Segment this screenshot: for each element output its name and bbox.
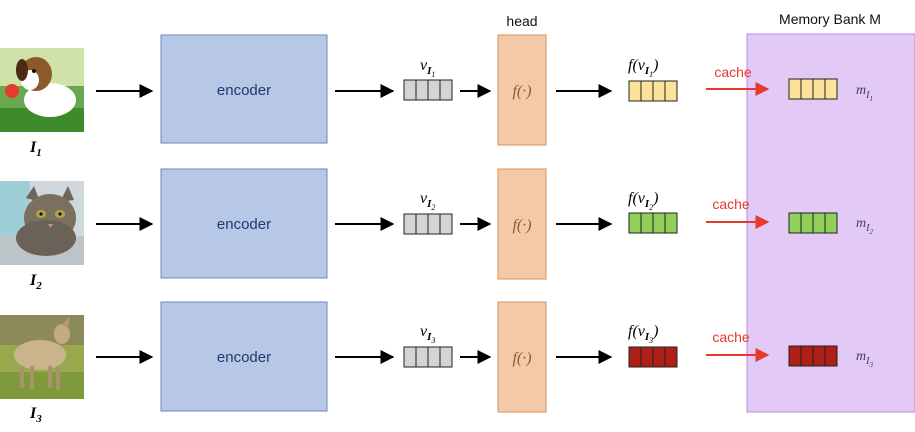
encoder-block-1: [160, 34, 328, 144]
head-title: head: [506, 13, 537, 29]
pipeline-row-2: I2 encoder vI2 f(·) f(vI2) cache: [0, 168, 873, 292]
input-image-cat: [0, 181, 84, 265]
encoder-block-3: [160, 301, 328, 412]
input-label-3: I3: [29, 405, 42, 425]
projected-vector-3: [628, 346, 678, 368]
projection-label-1: f(vI1): [628, 57, 658, 79]
head-block-3: [497, 301, 547, 413]
cache-label-2: cache: [712, 196, 750, 212]
memory-entry-1: [788, 78, 838, 100]
input-label-1: I1: [29, 139, 42, 159]
memory-label-1: mI1: [856, 83, 873, 103]
encoder-block-2: [160, 168, 328, 279]
feature-vector-2: [403, 213, 453, 235]
projection-label-2: f(vI2): [628, 190, 658, 212]
pipeline-row-3: I3 encoder vI3 f(·) f(vI3) cache: [0, 301, 873, 425]
input-label-2: I2: [29, 272, 42, 292]
encoder-label-1: encoder: [217, 82, 271, 99]
memory-entry-2: [788, 212, 838, 234]
vector-label-1: vI1: [420, 57, 435, 79]
memory-label-3: mI3: [856, 349, 873, 369]
feature-vector-3: [403, 346, 453, 368]
projected-vector-2: [628, 212, 678, 234]
pipeline-row-1: I1 encoder vI1 f(·) f(vI1) cache: [0, 34, 873, 159]
head-label-2: f(·): [512, 217, 531, 234]
cache-label-1: cache: [714, 64, 752, 80]
projection-label-3: f(vI3): [628, 323, 658, 345]
vector-label-3: vI3: [420, 323, 435, 345]
memory-entry-3: [788, 345, 838, 367]
vector-label-2: vI2: [420, 190, 435, 212]
input-image-dog: [0, 48, 84, 132]
input-image-goat: [0, 315, 84, 399]
encoder-label-2: encoder: [217, 216, 271, 233]
cache-label-3: cache: [712, 329, 750, 345]
memory-bank-title: Memory Bank M: [779, 11, 881, 27]
head-block-1: [497, 34, 547, 146]
projected-vector-1: [628, 80, 678, 102]
feature-vector-1: [403, 79, 453, 101]
head-label-3: f(·): [512, 350, 531, 367]
memory-label-2: mI2: [856, 216, 873, 236]
head-label-1: f(·): [512, 83, 531, 100]
head-block-2: [497, 168, 547, 280]
encoder-label-3: encoder: [217, 349, 271, 366]
